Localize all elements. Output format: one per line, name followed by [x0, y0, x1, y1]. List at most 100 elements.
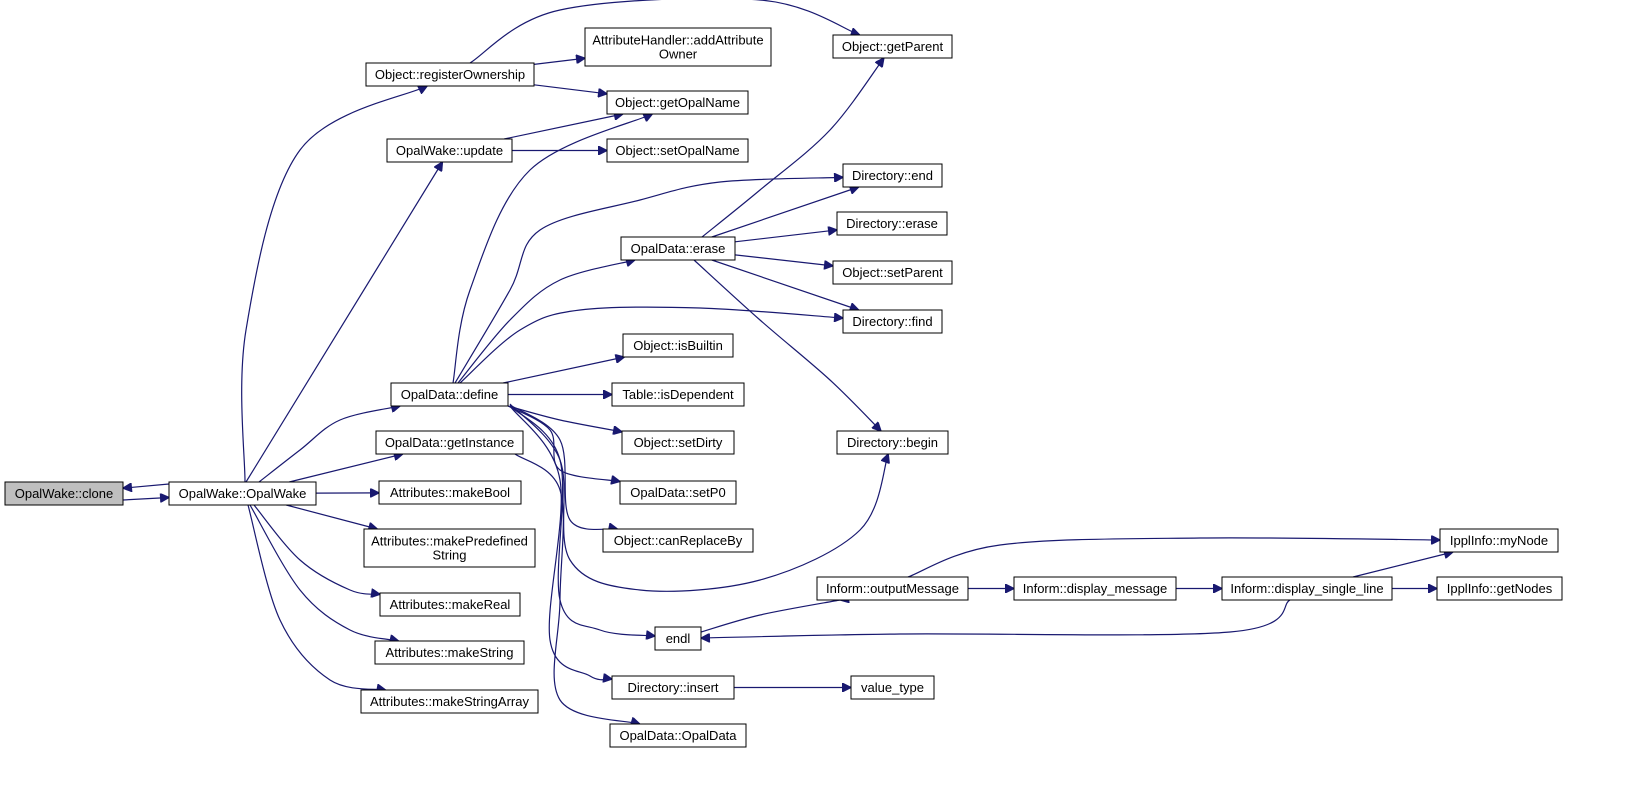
node-box [832, 260, 953, 285]
node-dirErase[interactable]: Directory::erase [836, 211, 948, 236]
node-endl[interactable]: endl [654, 626, 702, 651]
node-label: Inform::display_single_line [1230, 581, 1383, 596]
node-label: Attributes::makePredefined [371, 534, 528, 549]
edge-ctor-to-registerOwnership [241, 86, 427, 483]
node-label: Object::isBuiltin [633, 338, 723, 353]
edge-outputMessage-to-myNode [907, 538, 1440, 578]
node-outputMessage[interactable]: Inform::outputMessage [816, 576, 969, 601]
node-isDependent[interactable]: Table::isDependent [611, 382, 745, 407]
edge-clone-to-ctor [122, 497, 169, 500]
node-box [850, 675, 935, 700]
node-setP0[interactable]: OpalData::setP0 [619, 480, 737, 505]
edge-endl-to-outputMessage [700, 599, 846, 633]
node-update[interactable]: OpalWake::update [386, 138, 513, 163]
node-label: Object::canReplaceBy [614, 533, 743, 548]
node-canReplaceBy[interactable]: Object::canReplaceBy [602, 528, 754, 553]
node-box [375, 430, 524, 455]
node-makeString[interactable]: Attributes::makeString [374, 640, 525, 665]
node-label: Directory::erase [846, 216, 938, 231]
node-insert[interactable]: Directory::insert [611, 675, 735, 700]
node-label: IpplInfo::getNodes [1447, 581, 1553, 596]
node-label: Attributes::makeStringArray [370, 694, 529, 709]
edge-define-to-isBuiltin [503, 357, 624, 384]
node-getInstance[interactable]: OpalData::getInstance [375, 430, 524, 455]
node-box [611, 675, 735, 700]
node-box [379, 592, 521, 617]
node-getOpalName[interactable]: Object::getOpalName [606, 90, 749, 115]
node-label: AttributeHandler::addAttribute [592, 33, 763, 48]
node-box [622, 333, 734, 358]
node-displaySingleLine[interactable]: Inform::display_single_line [1221, 576, 1393, 601]
node-box [836, 430, 949, 455]
node-makeReal[interactable]: Attributes::makeReal [379, 592, 521, 617]
node-registerOwnership[interactable]: Object::registerOwnership [365, 62, 535, 87]
edge-erase-to-dirErase [734, 230, 837, 243]
node-setDirty[interactable]: Object::setDirty [621, 430, 735, 455]
node-getParent[interactable]: Object::getParent [832, 34, 953, 59]
node-erase[interactable]: OpalData::erase [620, 236, 736, 261]
node-label: OpalData::getInstance [385, 435, 514, 450]
node-label: Directory::find [852, 314, 932, 329]
node-box [168, 481, 317, 506]
node-box [842, 163, 943, 188]
edge-ctor-to-makePredefined [286, 504, 377, 529]
node-makeBool[interactable]: Attributes::makeBool [378, 480, 522, 505]
edge-registerOwnership-to-addAttribute [533, 58, 585, 65]
node-box [654, 626, 702, 651]
node-label: Inform::outputMessage [826, 581, 959, 596]
edge-erase-to-dirBegin [693, 259, 881, 431]
node-setParent[interactable]: Object::setParent [832, 260, 953, 285]
node-isBuiltin[interactable]: Object::isBuiltin [622, 333, 734, 358]
node-label: value_type [861, 680, 924, 695]
node-clone[interactable]: OpalWake::clone [4, 481, 124, 506]
edges-layer [123, 0, 1453, 724]
node-box [1013, 576, 1177, 601]
edge-define-to-getOpalName [452, 114, 652, 384]
node-dirBegin[interactable]: Directory::begin [836, 430, 949, 455]
edge-erase-to-dirEnd [711, 187, 859, 238]
edge-define-to-dirFind [459, 306, 843, 384]
node-box [620, 236, 736, 261]
node-label: OpalData::erase [631, 241, 726, 256]
node-label: Owner [659, 47, 698, 62]
edge-registerOwnership-to-getParent [469, 0, 860, 64]
node-box [390, 382, 509, 407]
node-label: Object::registerOwnership [375, 67, 525, 82]
edge-update-to-getOpalName [504, 114, 623, 140]
node-label: IpplInfo::myNode [1450, 533, 1548, 548]
node-label: Inform::display_message [1023, 581, 1168, 596]
edge-ctor-to-update [245, 162, 442, 483]
node-ctor[interactable]: OpalWake::OpalWake [168, 481, 317, 506]
edge-ctor-to-makeString [249, 504, 399, 641]
node-label: Table::isDependent [622, 387, 734, 402]
node-opalDataCtor[interactable]: OpalData::OpalData [609, 723, 747, 748]
node-dirEnd[interactable]: Directory::end [842, 163, 943, 188]
node-getNodes[interactable]: IpplInfo::getNodes [1436, 576, 1563, 601]
edge-erase-to-dirFind [711, 259, 859, 310]
edge-define-to-dirEnd [454, 177, 843, 384]
node-box [363, 528, 536, 568]
edge-ctor-to-define [258, 406, 400, 483]
node-makeStringArray[interactable]: Attributes::makeStringArray [360, 689, 539, 714]
node-displayMessage[interactable]: Inform::display_message [1013, 576, 1177, 601]
edge-ctor-to-makeStringArray [247, 504, 386, 690]
node-valueType[interactable]: value_type [850, 675, 935, 700]
node-label: Directory::end [852, 168, 933, 183]
edge-ctor-to-clone [123, 484, 170, 488]
node-label: String [433, 548, 467, 563]
edge-displaySingleLine-to-myNode [1352, 552, 1453, 578]
node-label: OpalWake::clone [15, 486, 114, 501]
node-myNode[interactable]: IpplInfo::myNode [1439, 528, 1559, 553]
node-box [619, 480, 737, 505]
node-box [611, 382, 745, 407]
node-label: OpalData::setP0 [630, 485, 725, 500]
node-define[interactable]: OpalData::define [390, 382, 509, 407]
node-setOpalName[interactable]: Object::setOpalName [606, 138, 749, 163]
node-box [606, 138, 749, 163]
node-label: endl [666, 631, 691, 646]
node-dirFind[interactable]: Directory::find [842, 309, 943, 334]
